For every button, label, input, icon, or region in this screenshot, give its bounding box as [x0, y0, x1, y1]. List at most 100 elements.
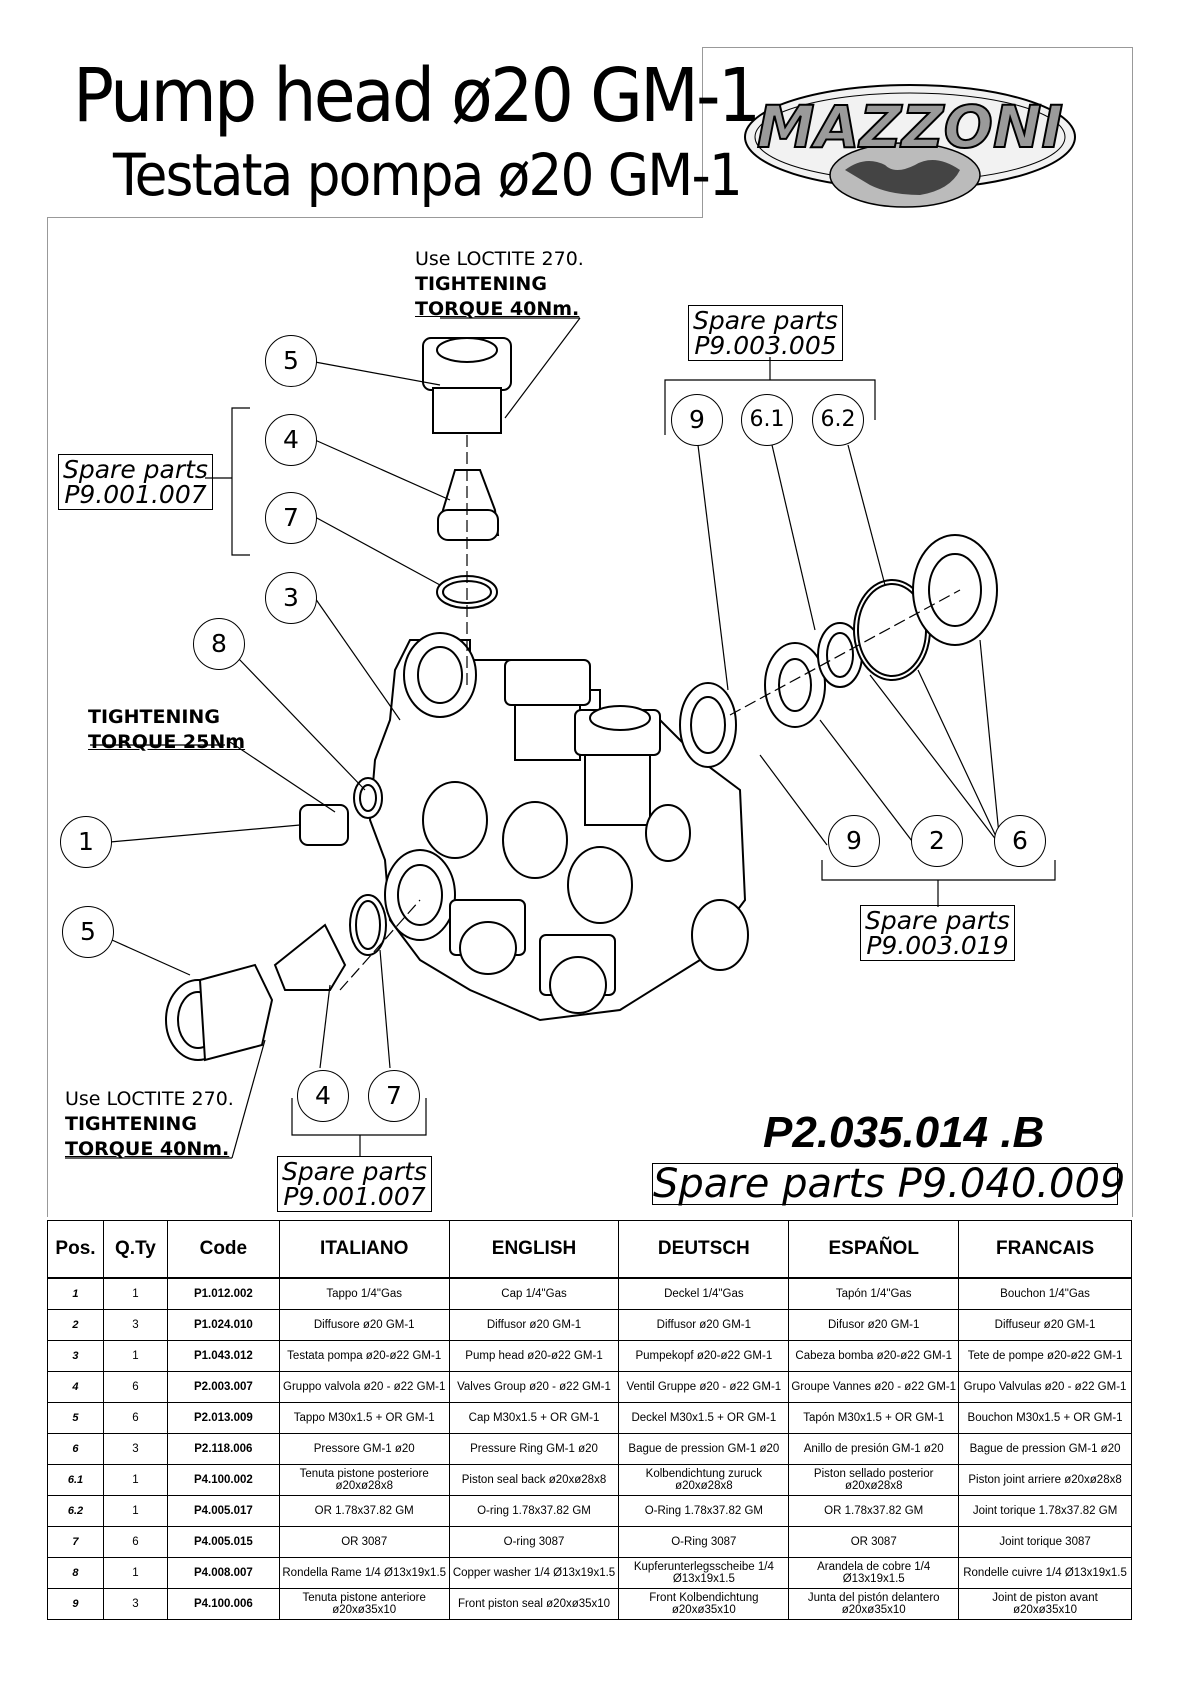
- position-bubble: 5: [62, 906, 114, 958]
- cell-code: P1.024.010: [166, 1309, 280, 1341]
- cell-francais: Bague de pression GM-1 ø20: [958, 1433, 1132, 1465]
- cell-code: P4.100.006: [166, 1588, 280, 1620]
- cell-code: P2.118.006: [166, 1433, 280, 1465]
- position-bubble: 1: [60, 816, 112, 868]
- cell-italiano: Rondella Rame 1/4 Ø13x19x1.5: [278, 1557, 450, 1589]
- cap-part-1: [299, 804, 349, 846]
- top-loctite-text: Use LOCTITE 270.: [415, 248, 584, 270]
- cell-francais: Tete de pompe ø20-ø22 GM-1: [958, 1340, 1132, 1372]
- position-bubble: 6.1: [741, 394, 793, 446]
- cell-english: O-ring 1.78x37.82 GM: [448, 1495, 620, 1527]
- spare-parts-box: Spare parts P9.001.007: [277, 1156, 432, 1212]
- position-bubble: 4: [297, 1070, 349, 1122]
- cell-italiano: Tappo 1/4"Gas: [278, 1277, 450, 1310]
- cell-francais: Rondelle cuivre 1/4 Ø13x19x1.5: [958, 1557, 1132, 1589]
- cell-deutsch: O-Ring 1.78x37.82 GM: [618, 1495, 790, 1527]
- cell-code: P4.005.015: [166, 1526, 280, 1558]
- cell-espanol: Junta del pistón delantero ø20xø35x10: [788, 1588, 960, 1620]
- cell-pos: 1: [47, 1277, 104, 1310]
- cell-pos: 5: [47, 1402, 104, 1434]
- cell-qty: 1: [102, 1464, 168, 1496]
- cell-code: P4.005.017: [166, 1495, 280, 1527]
- cell-espanol: Difusor ø20 GM-1: [788, 1309, 960, 1341]
- cell-pos: 9: [47, 1588, 104, 1620]
- spare-box-label: Spare parts: [282, 1157, 427, 1186]
- spare-parts-box: Spare parts P9.001.007: [58, 454, 213, 510]
- position-bubble: 7: [265, 492, 317, 544]
- cell-qty: 6: [102, 1371, 168, 1403]
- spare-box-code: P9.003.019: [866, 931, 1009, 960]
- header-deutsch: DEUTSCH: [618, 1220, 790, 1279]
- cell-italiano: OR 1.78x37.82 GM: [278, 1495, 450, 1527]
- cell-english: Cap 1/4"Gas: [448, 1277, 620, 1310]
- header-code: Code: [166, 1220, 280, 1279]
- cell-deutsch: Front Kolbendichtung ø20xø35x10: [618, 1588, 790, 1620]
- position-bubble: 4: [265, 414, 317, 466]
- position-bubble: 9: [671, 394, 723, 446]
- cell-italiano: Testata pompa ø20-ø22 GM-1: [278, 1340, 450, 1372]
- frame-top-line: [702, 47, 1132, 48]
- cell-deutsch: Pumpekopf ø20-ø22 GM-1: [618, 1340, 790, 1372]
- cell-qty: 6: [102, 1402, 168, 1434]
- cell-code: P1.012.002: [166, 1277, 280, 1310]
- spare-box-code: P9.003.005: [694, 331, 837, 360]
- cell-qty: 1: [102, 1277, 168, 1310]
- cell-pos: 7: [47, 1526, 104, 1558]
- cell-francais: Diffuseur ø20 GM-1: [958, 1309, 1132, 1341]
- cell-espanol: Piston sellado posterior ø20xø28x8: [788, 1464, 960, 1496]
- bottom-torque-text: TORQUE 40Nm.: [65, 1138, 230, 1160]
- cell-qty: 1: [102, 1340, 168, 1372]
- bottom-tightening-text: TIGHTENING: [65, 1113, 197, 1135]
- cell-code: P1.043.012: [166, 1340, 280, 1372]
- exploded-view-drawing: [65, 317, 1056, 1159]
- cell-english: Pump head ø20-ø22 GM-1: [448, 1340, 620, 1372]
- spare-box-code: P9.001.007: [283, 1182, 426, 1211]
- cell-italiano: Pressore GM-1 ø20: [278, 1433, 450, 1465]
- frame-right-line: [1132, 47, 1133, 1217]
- header-english: ENGLISH: [448, 1220, 620, 1279]
- cell-pos: 6.2: [47, 1495, 104, 1527]
- cell-espanol: OR 3087: [788, 1526, 960, 1558]
- position-bubble: 7: [368, 1070, 420, 1122]
- cell-italiano: OR 3087: [278, 1526, 450, 1558]
- position-bubble: 6: [994, 815, 1046, 867]
- drawing-frame: [47, 217, 1133, 1217]
- cell-francais: Grupo Valvulas ø20 - ø22 GM-1: [958, 1371, 1132, 1403]
- spare-box-label: Spare parts: [693, 306, 838, 335]
- position-bubble: 9: [828, 815, 880, 867]
- cell-italiano: Gruppo valvola ø20 - ø22 GM-1: [278, 1371, 450, 1403]
- cell-espanol: OR 1.78x37.82 GM: [788, 1495, 960, 1527]
- cell-deutsch: Kolbendichtung zuruck ø20xø28x8: [618, 1464, 790, 1496]
- cell-english: Cap M30x1.5 + OR GM-1: [448, 1402, 620, 1434]
- cell-code: P4.008.007: [166, 1557, 280, 1589]
- cell-qty: 3: [102, 1588, 168, 1620]
- cell-pos: 3: [47, 1340, 104, 1372]
- cell-deutsch: Bague de pression GM-1 ø20: [618, 1433, 790, 1465]
- mazzoni-logo: MAZZONI: [744, 84, 1076, 208]
- cell-espanol: Tapón 1/4"Gas: [788, 1277, 960, 1310]
- cell-pos: 2: [47, 1309, 104, 1341]
- cell-english: Diffusor ø20 GM-1: [448, 1309, 620, 1341]
- cell-deutsch: Deckel M30x1.5 + OR GM-1: [618, 1402, 790, 1434]
- cell-english: O-ring 3087: [448, 1526, 620, 1558]
- cell-english: Valves Group ø20 - ø22 GM-1: [448, 1371, 620, 1403]
- spare-box-label: Spare parts: [63, 455, 208, 484]
- cell-espanol: Cabeza bomba ø20-ø22 GM-1: [788, 1340, 960, 1372]
- cell-italiano: Diffusore ø20 GM-1: [278, 1309, 450, 1341]
- cell-qty: 1: [102, 1557, 168, 1589]
- cell-deutsch: Diffusor ø20 GM-1: [618, 1309, 790, 1341]
- cell-francais: Bouchon M30x1.5 + OR GM-1: [958, 1402, 1132, 1434]
- cell-francais: Bouchon 1/4"Gas: [958, 1277, 1132, 1310]
- upper-plug-hex: [504, 659, 591, 706]
- cell-italiano: Tenuta pistone posteriore ø20xø28x8: [278, 1464, 450, 1496]
